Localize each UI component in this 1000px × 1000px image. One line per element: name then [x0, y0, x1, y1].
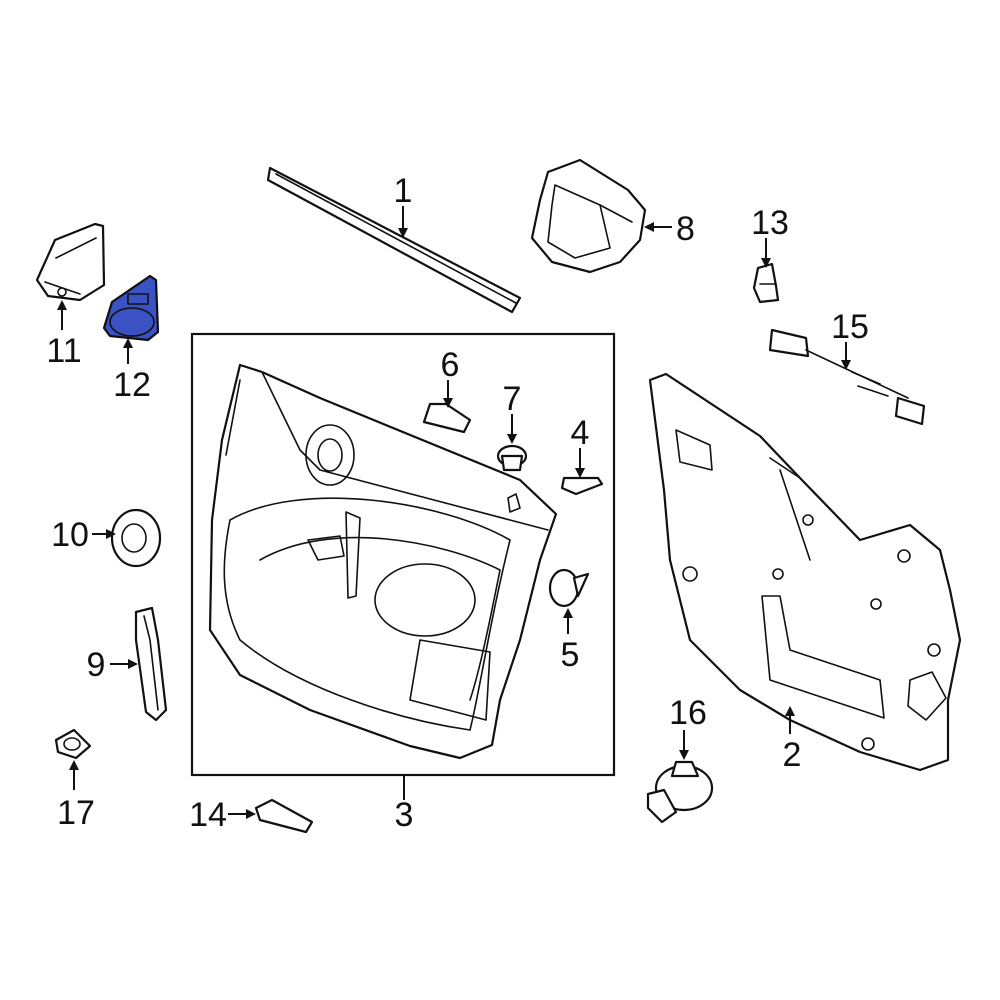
part-7-grommet[interactable] — [496, 444, 528, 472]
callout-15: 15 — [831, 308, 869, 346]
callout-3: 3 — [395, 796, 414, 834]
leader-lines — [57, 206, 851, 819]
part-10-ring[interactable] — [110, 508, 162, 568]
callout-5: 5 — [561, 636, 580, 674]
callout-13: 13 — [751, 204, 789, 242]
callout-6: 6 — [441, 346, 460, 384]
callout-17: 17 — [57, 794, 95, 832]
callout-4: 4 — [571, 414, 590, 452]
callout-14: 14 — [189, 796, 227, 834]
callout-9: 9 — [87, 646, 106, 684]
part-11-mirror-trim[interactable] — [35, 222, 106, 302]
callout-7: 7 — [503, 380, 522, 418]
part-15-wire-harness[interactable] — [768, 328, 926, 426]
part-3-door-trim-panel[interactable] — [208, 363, 558, 760]
callout-16: 16 — [669, 694, 707, 732]
callout-10: 10 — [51, 516, 89, 554]
part-13-clip[interactable] — [752, 262, 780, 304]
callout-2: 2 — [783, 736, 802, 774]
part-9-seal-strip[interactable] — [134, 606, 168, 722]
part-1-belt-molding[interactable] — [266, 166, 522, 314]
part-12-tweeter-cover[interactable] — [102, 274, 160, 342]
callout-labels: 1 8 13 15 11 12 6 7 4 5 10 9 17 14 3 2 1… — [46, 172, 869, 834]
callout-12: 12 — [113, 366, 151, 404]
part-16-actuator[interactable] — [646, 760, 714, 824]
part-17-clip[interactable] — [54, 728, 92, 760]
part-6-clip[interactable] — [422, 402, 472, 434]
callout-11: 11 — [46, 332, 81, 370]
callout-1: 1 — [394, 172, 413, 210]
part-14-retainer[interactable] — [254, 798, 314, 834]
part-4-clip[interactable] — [560, 476, 604, 496]
part-8-bracket[interactable] — [530, 158, 647, 274]
part-2-door-carrier-panel[interactable] — [648, 372, 962, 772]
part-5-push-fastener[interactable] — [548, 568, 590, 608]
callout-8: 8 — [676, 210, 695, 248]
